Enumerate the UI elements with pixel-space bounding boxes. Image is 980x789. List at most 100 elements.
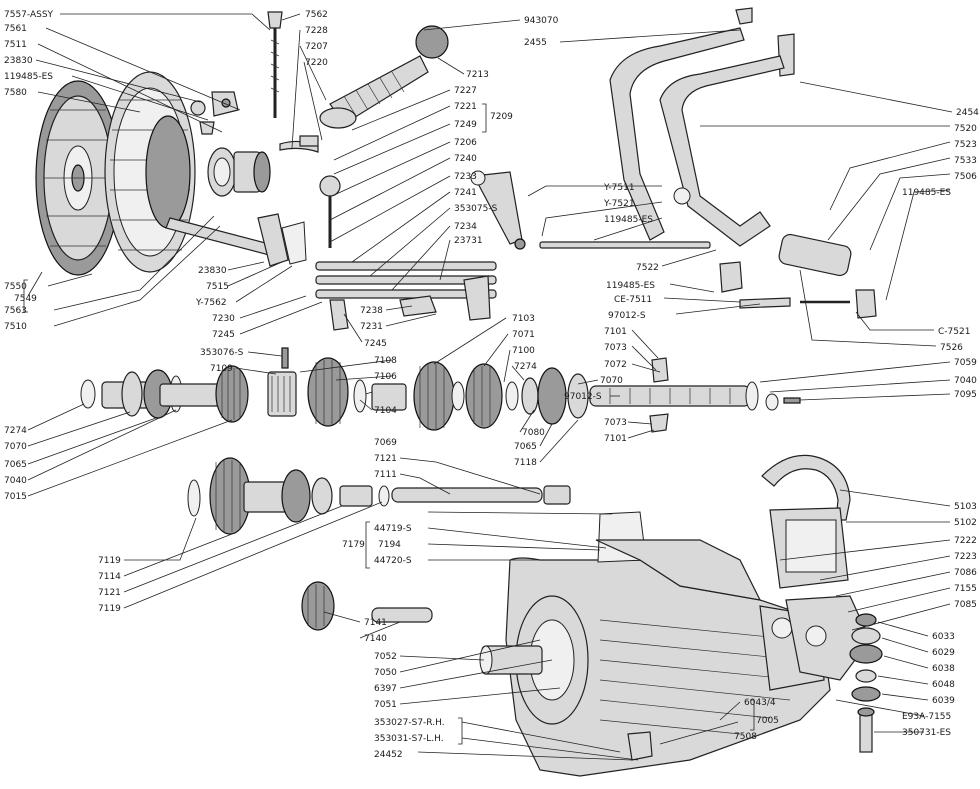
leader-lines: [27, 13, 953, 761]
label-brackets: [23, 103, 755, 745]
part-label: 7533: [954, 156, 977, 166]
part-label: 7051: [374, 700, 397, 710]
part-label: 7220: [305, 58, 328, 68]
part-label: 353076-S: [200, 348, 244, 358]
part-label: 7114: [98, 572, 121, 582]
part-label: 7104: [374, 406, 397, 416]
part-label: 7227: [454, 86, 477, 96]
part-label: 97012-S: [564, 392, 602, 402]
part-label: 7101: [604, 327, 627, 337]
part-label: 6029: [932, 648, 955, 658]
part-label: 7101: [604, 434, 627, 444]
pedal-linkage-icon: [470, 170, 877, 319]
part-label: 7073: [604, 343, 627, 353]
part-label: 44719-S: [374, 524, 412, 534]
part-label: 7580: [4, 88, 27, 98]
part-label: Y-7562: [195, 298, 227, 308]
part-label: 24452: [374, 750, 403, 760]
part-label: 7515: [206, 282, 229, 292]
part-label: 119485-ES: [902, 188, 951, 198]
part-label: 6397: [374, 684, 397, 694]
part-label: 7179: [342, 540, 365, 550]
pedal-icon: [609, 7, 795, 247]
idler-gear-icon: [301, 581, 433, 631]
part-label: 7522: [636, 263, 659, 273]
part-label: 7015: [4, 492, 27, 502]
part-label: 44720-S: [374, 556, 412, 566]
part-label: 7118: [514, 458, 537, 468]
part-label: 7050: [374, 668, 397, 678]
part-label: E93A-7155: [902, 712, 951, 722]
part-label: 7103: [512, 314, 535, 324]
part-label: Y-7511: [603, 183, 635, 193]
part-label: 7065: [4, 460, 27, 470]
part-label: 7040: [954, 376, 977, 386]
part-label: 7111: [374, 470, 397, 480]
part-label: 7070: [600, 376, 623, 386]
part-label: 6039: [932, 696, 955, 706]
part-label: 7561: [4, 24, 27, 34]
part-label: 7274: [514, 362, 537, 372]
part-label: 7550: [4, 282, 27, 292]
part-label: 6038: [932, 664, 955, 674]
gearbox-case-icon: [479, 511, 831, 777]
part-label: 119485-ES: [604, 215, 653, 225]
part-label: 7562: [305, 10, 328, 20]
gear-shift-lever-icon: [267, 11, 449, 248]
part-label: 2455: [524, 38, 547, 48]
part-label: C-7521: [938, 327, 970, 337]
part-label: 7086: [954, 568, 977, 578]
part-label: CE-7511: [614, 295, 652, 305]
part-label: 7508: [734, 732, 757, 742]
clutch-fork-icon: [165, 213, 307, 267]
part-label: 7222: [954, 536, 977, 546]
throwout-bearing-icon: [207, 147, 271, 197]
shift-rails-icon: [315, 261, 497, 331]
part-label: 7523: [954, 140, 977, 150]
part-label: 7155: [954, 584, 977, 594]
mainshaft-icon: [80, 347, 801, 433]
part-label: 7121: [98, 588, 121, 598]
part-label: 7095: [954, 390, 977, 400]
part-label: 7234: [454, 222, 477, 232]
part-label: 119485-ES: [606, 281, 655, 291]
part-label: 7249: [454, 120, 477, 130]
part-label: 7052: [374, 652, 397, 662]
part-label: 7510: [4, 322, 27, 332]
part-label: 7065: [514, 442, 537, 452]
part-label: 7141: [364, 618, 387, 628]
part-label: 7071: [512, 330, 535, 340]
part-label: 7549: [14, 294, 37, 304]
part-label: 7109: [210, 364, 233, 374]
part-label: 7241: [454, 188, 477, 198]
part-label: 97012-S: [608, 311, 646, 321]
part-label: 7511: [4, 40, 27, 50]
part-label: 353031-S7-L.H.: [374, 734, 444, 744]
part-label: 7119: [98, 604, 121, 614]
part-label: 7557-ASSY: [4, 10, 54, 20]
part-label: 5103: [954, 502, 977, 512]
part-label: 7070: [4, 442, 27, 452]
part-label: 7221: [454, 102, 477, 112]
part-label: 7059: [954, 358, 977, 368]
part-label: 7506: [954, 172, 977, 182]
part-label: 119485-ES: [4, 72, 53, 82]
part-label: 6048: [932, 680, 955, 690]
part-label: 7245: [212, 330, 235, 340]
part-label: 7238: [360, 306, 383, 316]
part-label: 7223: [954, 552, 977, 562]
part-label: 353075-S: [454, 204, 498, 214]
part-label: 7245: [364, 339, 387, 349]
part-label: 7080: [522, 428, 545, 438]
engine-mount-icon: [849, 613, 883, 753]
part-label: 350731-ES: [902, 728, 951, 738]
part-label: 7140: [364, 634, 387, 644]
part-label: 7520: [954, 124, 977, 134]
part-label: 7206: [454, 138, 477, 148]
part-label: 7207: [305, 42, 328, 52]
part-label: 7005: [756, 716, 779, 726]
countershaft-gear-icon: [187, 457, 571, 535]
part-label: Y-7521: [603, 199, 635, 209]
